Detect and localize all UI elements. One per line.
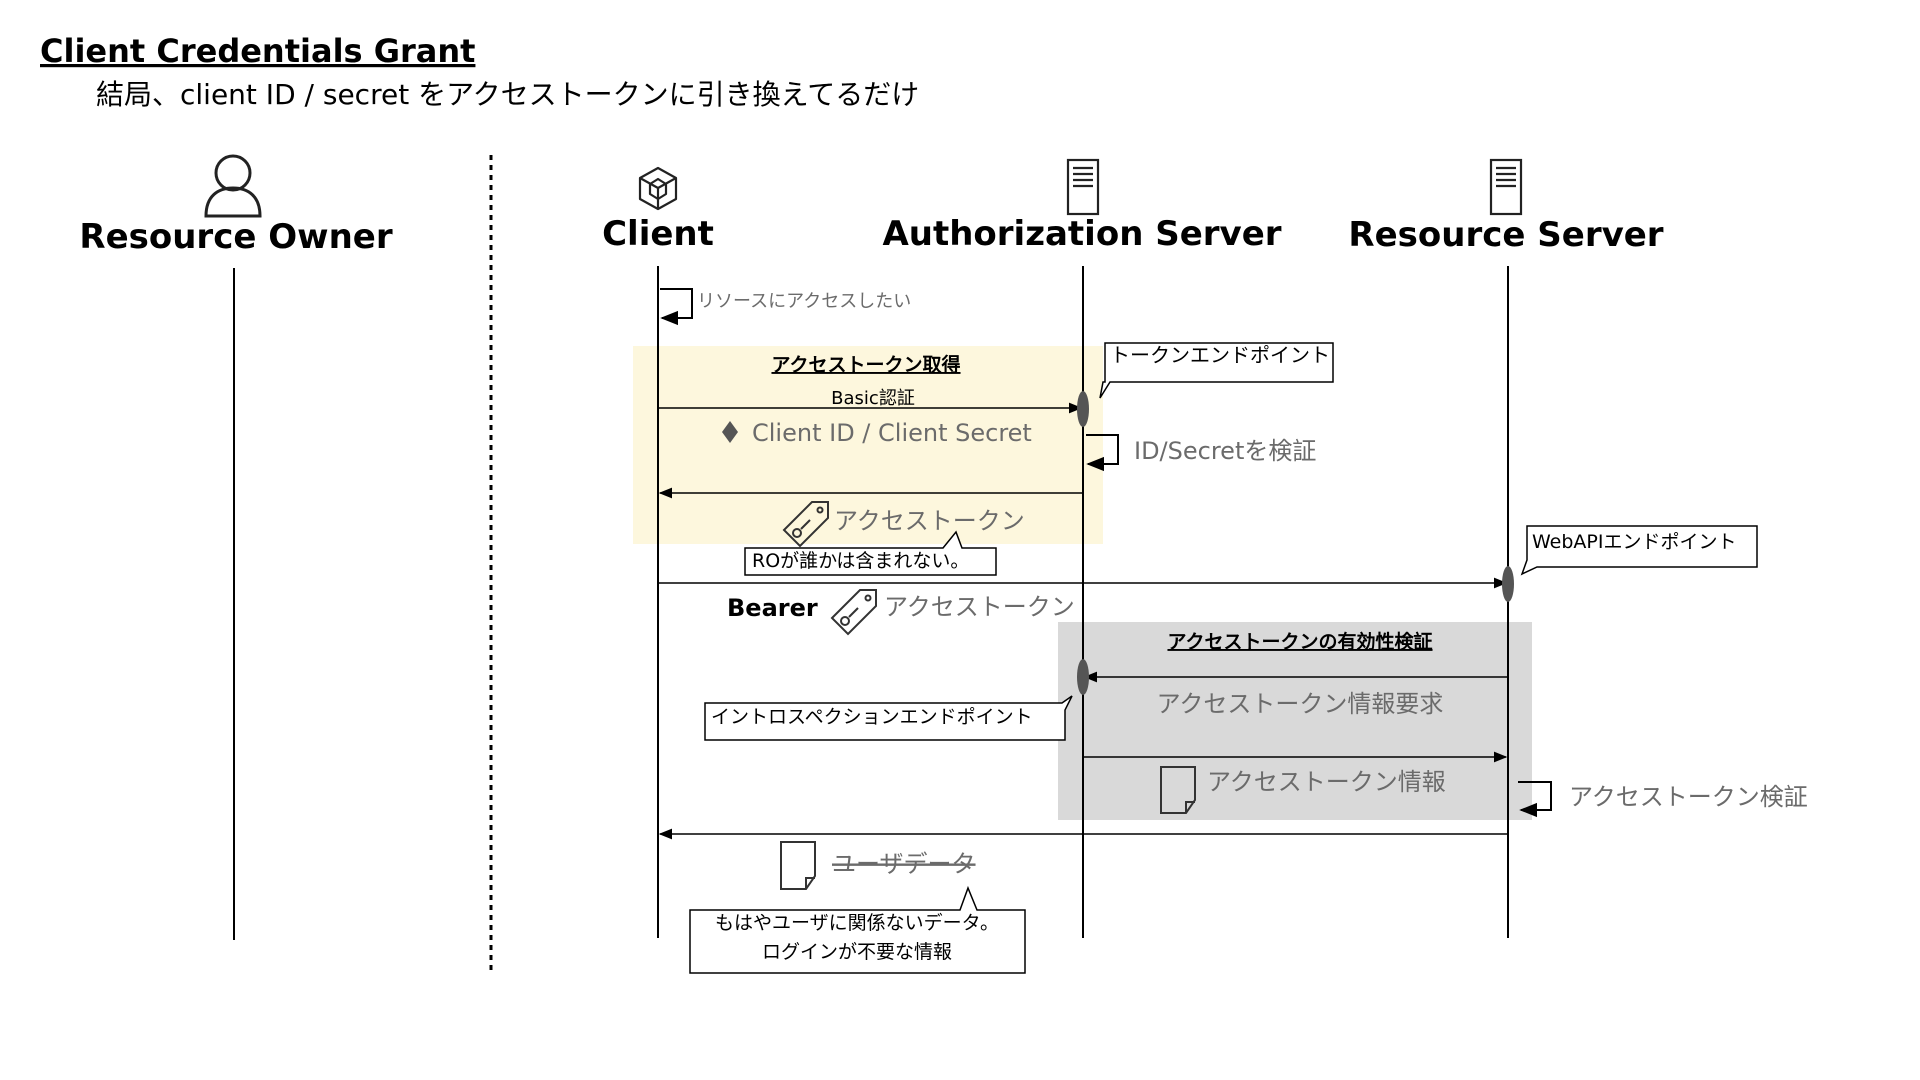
server-icon [1066, 158, 1100, 216]
ro-callout [744, 530, 997, 576]
want-resource-label: リソースにアクセスしたい [697, 291, 911, 312]
user-data-label: ユーザデータ [832, 850, 976, 878]
token-endpoint-activation [1077, 391, 1089, 427]
token-endpoint-label: トークンエンドポイント [1110, 343, 1330, 367]
tag-icon [830, 589, 877, 636]
token-info-label: アクセストークン情報 [1207, 768, 1446, 796]
diamond-icon [722, 421, 738, 443]
server-icon [1489, 158, 1523, 216]
self-message-arrow [660, 288, 693, 326]
verify-token-self-arrow [1518, 781, 1552, 818]
introspection-endpoint-label: イントロスペクションエンドポイント [711, 706, 1033, 728]
introspection-endpoint-callout [704, 695, 1073, 741]
ro-not-included-label: ROが誰かは含まれない。 [752, 550, 969, 572]
actor-resource-server: Resource Server [1348, 215, 1663, 255]
introspection-endpoint-activation [1077, 659, 1089, 695]
actor-resource-owner: Resource Owner [79, 217, 392, 257]
token-box-title: アクセストークン取得 [771, 353, 960, 376]
introspection-box [1058, 622, 1532, 820]
verify-token-label: アクセストークン検証 [1569, 783, 1808, 811]
actor-client: Client [602, 214, 714, 254]
actor-authorization-server: Authorization Server [882, 214, 1281, 254]
bearer-token-label: アクセストークン [884, 593, 1075, 621]
not-user-data-line2: ログインが不要な情報 [762, 941, 952, 963]
diagram-title: Client Credentials Grant [40, 32, 475, 70]
token-acquisition-box [633, 346, 1103, 544]
bearer-label: Bearer [727, 594, 818, 622]
document-icon [1160, 766, 1196, 814]
client-id-secret-label: Client ID / Client Secret [752, 419, 1032, 447]
token-info-request-label: アクセストークン情報要求 [1157, 690, 1444, 718]
verify-self-arrow [1086, 434, 1119, 472]
tag-icon [782, 501, 829, 548]
access-token-label: アクセストークン [834, 507, 1025, 535]
not-user-data-line1: もはやユーザに関係ないデータ。 [715, 912, 999, 934]
introspection-title: アクセストークンの有効性検証 [1167, 630, 1432, 653]
webapi-endpoint-label: WebAPIエンドポイント [1532, 531, 1736, 553]
webapi-endpoint-callout [1520, 525, 1758, 576]
cube-icon [638, 166, 678, 211]
document-icon [780, 841, 816, 890]
user-data-callout [689, 885, 1026, 974]
token-endpoint-callout [1099, 342, 1334, 399]
webapi-endpoint-activation [1502, 566, 1514, 602]
verify-id-secret-label: ID/Secretを検証 [1134, 437, 1316, 465]
user-icon [204, 154, 262, 218]
diagram-subtitle: 結局、client ID / secret をアクセストークンに引き換えてるだけ [96, 78, 919, 111]
basic-auth-label: Basic認証 [831, 388, 915, 409]
